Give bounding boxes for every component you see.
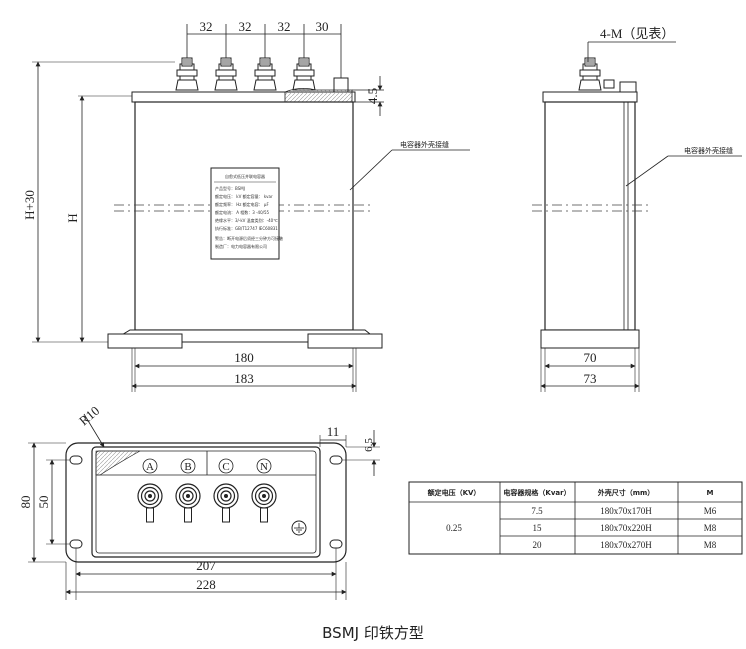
spacing-label-2: 32 bbox=[239, 19, 252, 34]
terminal-label-n: N bbox=[260, 461, 268, 473]
terminal-labels: A B C N bbox=[142, 458, 272, 474]
nameplate-line: 额定电压： kV 额定容量： kvar bbox=[215, 193, 273, 199]
cap-thickness-label: 4.5 bbox=[365, 88, 380, 104]
nameplate-line: 产品型号：BSMJ bbox=[215, 185, 245, 191]
front-terminal-bolts bbox=[175, 57, 316, 91]
side-seam-note: 电容器外壳接缝 bbox=[684, 146, 733, 155]
table-cell-size: 180x70x270H bbox=[600, 540, 652, 550]
mount-tab-left bbox=[107, 333, 183, 349]
table-header-voltage: 额定电压（KV） bbox=[427, 488, 481, 497]
table-header-thread: M bbox=[707, 489, 714, 497]
nameplate-line: 制造厂：电力电容器有限公司 bbox=[215, 243, 267, 249]
side-lid bbox=[542, 91, 638, 103]
spacing-label-3: 32 bbox=[278, 19, 291, 34]
top-width-outer-label: 228 bbox=[196, 577, 216, 592]
table-cell-kvar: 15 bbox=[533, 523, 543, 533]
top-width-inner-label: 207 bbox=[196, 558, 216, 573]
width-inner-label: 180 bbox=[234, 350, 254, 365]
table-cell-size: 180x70x170H bbox=[600, 506, 652, 516]
width-outer-label: 183 bbox=[234, 371, 254, 386]
spacing-label-1: 32 bbox=[200, 19, 213, 34]
terminal-label-c: C bbox=[222, 461, 229, 473]
front-seam-note: 电容器外壳接缝 bbox=[400, 140, 449, 149]
terminal-label-a: A bbox=[146, 461, 154, 473]
side-view: 4-M（见表） 电容器外壳接缝 70 73 bbox=[532, 26, 742, 392]
nameplate: 自愈式低压并联电容器 产品型号：BSMJ 额定电压： kV 额定容量： kvar… bbox=[210, 167, 283, 260]
thread-note: 4-M（见表） bbox=[600, 26, 674, 41]
nameplate-line: 执行标准：GB/T12747 IEC60831 bbox=[215, 225, 278, 231]
table-cell-size: 180x70x220H bbox=[600, 523, 652, 533]
table-cell-voltage: 0.25 bbox=[446, 523, 462, 533]
table-cell-kvar: 7.5 bbox=[531, 506, 543, 516]
nameplate-line: 额定电流： A 相数：3 -40/55 bbox=[215, 209, 270, 215]
side-width-inner-label: 70 bbox=[584, 350, 597, 365]
terminal-spacing-dimensions: 32 32 32 30 bbox=[186, 19, 342, 80]
front-view: 32 32 32 30 自愈式低压并联电容器 bbox=[22, 19, 470, 392]
nameplate-title: 自愈式低压并联电容器 bbox=[225, 173, 265, 179]
table-cell-thread: M8 bbox=[704, 540, 717, 550]
table-header-kvar: 电容器规格（Kvar） bbox=[503, 488, 570, 497]
tab-offset-label: 6.5 bbox=[363, 438, 375, 452]
spec-table: 额定电压（KV） 电容器规格（Kvar） 外壳尺寸（mm） M 0.25 7.5… bbox=[408, 481, 743, 555]
side-body bbox=[544, 101, 636, 331]
table-cell-thread: M6 bbox=[704, 506, 717, 516]
height-label: H bbox=[65, 213, 80, 222]
mount-tab-right bbox=[307, 333, 383, 349]
side-width-outer-label: 73 bbox=[584, 371, 597, 386]
nameplate-line: 绝缘水平：3/-kV 温度类别：-40℃ bbox=[215, 217, 278, 223]
drawing-caption: BSMJ 印铁方型 bbox=[322, 624, 424, 642]
terminal-label-b: B bbox=[184, 461, 191, 473]
top-height-outer-label: 80 bbox=[18, 496, 33, 509]
top-height-inner-label: 50 bbox=[36, 496, 51, 509]
table-cell-kvar: 20 bbox=[533, 540, 543, 550]
tab-width-label: 11 bbox=[327, 424, 340, 439]
nameplate-line: 额定频率： Hz 额定电容： μF bbox=[215, 201, 269, 207]
nameplate-line: 警告：断开电源后须经三分钟方可接触 bbox=[215, 235, 283, 241]
ground-symbol-icon bbox=[291, 520, 307, 536]
spacing-label-4: 30 bbox=[316, 19, 329, 34]
side-base bbox=[540, 329, 640, 349]
radius-label: R10 bbox=[76, 403, 102, 428]
table-header-size: 外壳尺寸（mm） bbox=[598, 488, 655, 497]
top-view: A B C N R10 11 6.5 bbox=[18, 403, 380, 600]
top-body-outline bbox=[91, 446, 321, 558]
height-total-label: H+30 bbox=[22, 190, 37, 220]
table-cell-thread: M8 bbox=[704, 523, 717, 533]
